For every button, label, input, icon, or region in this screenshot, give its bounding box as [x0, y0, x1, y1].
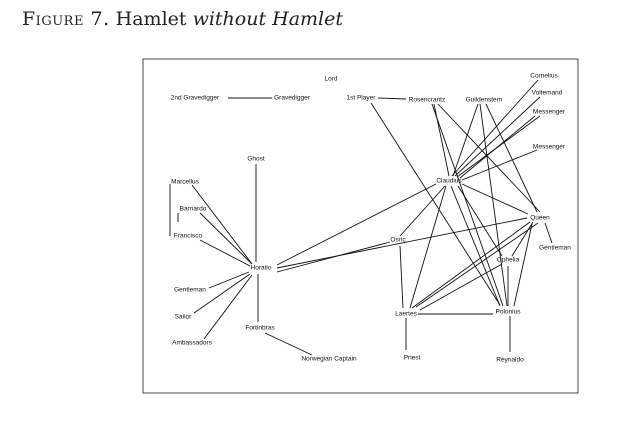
edge-26	[276, 217, 528, 269]
edge-24	[264, 332, 313, 356]
node-horatio: Horatio	[251, 265, 272, 272]
edge-38	[415, 222, 539, 308]
edge-8	[479, 103, 508, 307]
edge-25	[276, 183, 437, 266]
node-claudius: Claudius	[436, 178, 462, 185]
edge-6	[452, 103, 479, 177]
edge-28	[399, 185, 446, 237]
node-lord: Lord	[324, 76, 337, 83]
node-gentleman2: Gentleman	[539, 245, 571, 252]
edge-22	[203, 274, 253, 340]
node-reynaldo: Reynaldo	[496, 357, 524, 364]
labels-layer: Lord 2nd Gravedigger Gravedigger 1st Player…	[171, 73, 571, 364]
figure-title-regular: Hamlet	[115, 8, 187, 30]
edge-13	[461, 149, 538, 181]
edge-32	[457, 185, 503, 257]
edge-12	[459, 115, 536, 179]
node-queen: Queen	[530, 215, 550, 222]
edge-1	[377, 97, 407, 100]
node-laertes: Laertes	[395, 311, 417, 318]
node-gentleman1: Gentleman	[174, 287, 206, 294]
node-rosencrantz: Rosencrantz	[409, 97, 446, 104]
node-sailor: Sailor	[175, 314, 192, 321]
edge-37	[544, 222, 553, 244]
edge-21	[193, 273, 251, 314]
node-osric: Osric	[390, 237, 406, 244]
edge-35	[513, 223, 533, 307]
edge-30	[409, 185, 447, 309]
node-francisco: Francisco	[174, 233, 203, 240]
figure-label: Figure 7.	[22, 8, 110, 30]
edge-27	[276, 241, 391, 273]
diagram-frame	[142, 58, 579, 394]
figure-caption: Figure 7. Hamlet without Hamlet	[22, 8, 343, 30]
figure-title-italic: without Hamlet	[192, 8, 344, 30]
edge-4	[437, 103, 541, 213]
node-messenger2: Messenger	[533, 144, 566, 151]
node-gravedigger: Gravedigger	[274, 95, 311, 102]
node-fortinbras: Fortinbras	[245, 325, 275, 332]
node-messenger1: Messenger	[533, 109, 566, 116]
edges-layer	[169, 79, 553, 356]
edge-29	[399, 245, 404, 309]
node-priest: Priest	[404, 355, 421, 362]
edge-36	[511, 221, 534, 257]
edge-5	[431, 103, 504, 307]
edge-16	[191, 184, 253, 265]
edge-19	[199, 239, 251, 267]
edge-20	[208, 271, 250, 289]
node-marcellus: Marcellus	[171, 179, 200, 186]
edge-9	[451, 79, 539, 177]
node-ghost: Ghost	[247, 156, 265, 163]
edge-7	[485, 103, 538, 213]
node-cornelius: Cornelius	[530, 73, 558, 80]
edge-39	[419, 263, 503, 311]
node-ophelia: Ophelia	[497, 257, 520, 264]
node-player1: 1st Player	[347, 95, 377, 102]
node-gravedigger2: 2nd Gravedigger	[171, 95, 220, 102]
node-barnardo: Barnardo	[180, 206, 207, 213]
edge-2	[370, 102, 501, 306]
edge-33	[461, 183, 529, 215]
edge-10	[454, 96, 541, 177]
edge-18	[199, 212, 253, 265]
edge-34	[411, 221, 531, 309]
edge-31	[450, 185, 501, 307]
node-captain: Norwegian Captain	[301, 356, 357, 363]
node-ambassadors: Ambassadors	[172, 340, 212, 347]
node-voltemand: Voltemand	[532, 90, 563, 97]
node-guildenstern: Guildenstern	[466, 97, 503, 104]
node-polonius: Polonius	[496, 309, 522, 316]
